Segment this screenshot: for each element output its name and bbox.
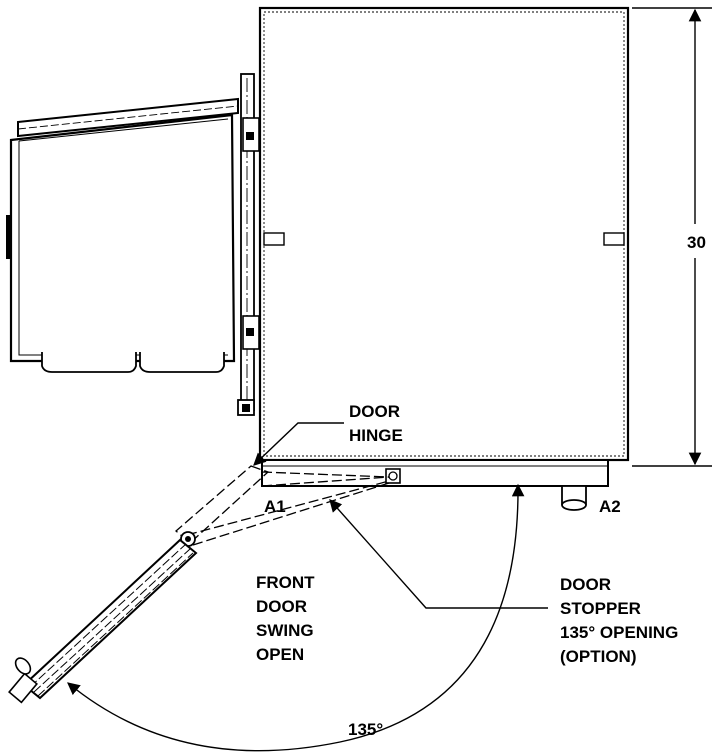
front-door-label-line-2: DOOR [256,597,307,616]
stopper-label-line-3: 135° OPENING [560,623,678,642]
stopper-leader [329,499,548,609]
stopper-label-line-4: (OPTION) [560,647,637,666]
point-a1-label: A1 [264,497,286,516]
height-dimension [632,7,712,467]
front-base-strip [261,459,609,487]
front-door-label-line-4: OPEN [256,645,304,664]
front-door-label-line-1: FRONT [256,573,315,592]
dimension-value: 30 [687,233,706,252]
adjacent-unit [6,97,239,373]
point-a2-label: A2 [599,497,621,516]
front-door-label-line-3: SWING [256,621,314,640]
cabinet-body [258,6,630,462]
front-door-panel [8,538,198,704]
hinge-label-line-2: HINGE [349,426,403,445]
angle-label: 135° [348,720,383,739]
hinge-label-line-1: DOOR [349,402,400,421]
hinge-leader [253,422,344,466]
swing-arc [67,483,525,752]
hinge-rail [237,73,260,416]
door-stopper-bolt [385,468,401,484]
stopper-label-line-2: STOPPER [560,599,641,618]
stopper-label-line-1: DOOR [560,575,611,594]
leg-a2 [561,485,587,511]
